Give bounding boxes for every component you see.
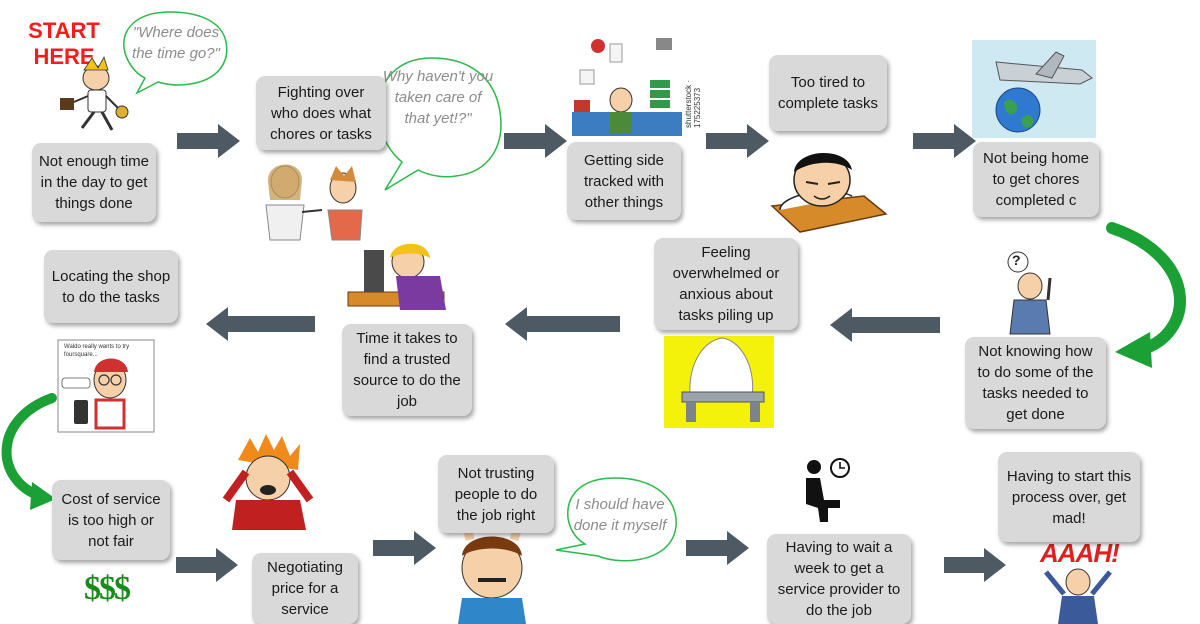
airplane-globe-picture (972, 40, 1096, 138)
speech-bubble-1-text: "Where does the time go?" (132, 24, 220, 62)
speech-bubble-3 (555, 477, 677, 562)
flow-arrow-8 (176, 548, 238, 582)
confused-businessman-picture (1007, 251, 1052, 335)
box-feeling-overwhelmed: Feeling overwhelmed or anxious about tas… (654, 238, 798, 330)
flow-arrow-5 (830, 308, 940, 342)
paper-pile-picture (664, 336, 774, 428)
box-start-over: Having to start this process over, get m… (998, 452, 1140, 542)
curve-arrow-right (1106, 222, 1186, 356)
tired-man-picture (770, 152, 888, 233)
box-locating-shop: Locating the shop to do the tasks (44, 250, 178, 323)
question-mark: ? (1012, 252, 1021, 268)
speech-bubble-3-text: I should have done it myself (573, 496, 667, 534)
box-not-enough-time: Not enough time in the day to get things… (32, 143, 156, 222)
box-too-tired: Too tired to complete tasks (769, 55, 887, 131)
phone-caption: Waldo really wants to try foursquare... (64, 344, 130, 358)
box-trusted-source: Time it takes to find a trusted source t… (342, 324, 472, 416)
arguing-couple-picture (265, 164, 363, 241)
stock-watermark: shutterstock · 175225373 (684, 79, 702, 128)
dollar-signs: $$$ (84, 570, 131, 607)
box-not-knowing-how: Not knowing how to do some of the tasks … (965, 337, 1106, 429)
frustrated-man-picture (458, 518, 526, 624)
aaah-text: AAAH! (1040, 538, 1120, 568)
waiting-icon-picture (806, 458, 850, 522)
start-here-label: START HERE (28, 18, 100, 69)
box-fighting-over-chores: Fighting over who does what chores or ta… (256, 76, 386, 150)
running-man-picture (60, 55, 129, 131)
box-not-being-home: Not being home to get chores completed c (973, 142, 1099, 217)
flow-arrow-4 (913, 124, 976, 158)
busy-office-picture (572, 38, 682, 136)
speech-bubble-2-text: Why haven't you taken care of that yet!?… (382, 68, 494, 127)
box-having-to-wait: Having to wait a week to get a service p… (767, 534, 911, 624)
box-side-tracked: Getting side tracked with other things (567, 142, 681, 220)
flow-arrow-11 (944, 548, 1006, 582)
flow-arrow-9 (373, 531, 436, 565)
box-cost-too-high: Cost of service is too high or not fair (52, 480, 170, 560)
flow-arrow-7 (206, 307, 315, 341)
flow-arrow-10 (686, 531, 749, 565)
speech-bubble-1 (123, 11, 228, 95)
angry-man-picture (1044, 568, 1112, 624)
person-at-computer-picture (347, 243, 446, 310)
waldo-phone-picture (57, 339, 155, 433)
flow-arrow-3 (706, 124, 769, 158)
flow-arrow-6 (505, 307, 620, 341)
flow-arrow-1 (177, 124, 240, 158)
box-not-trusting: Not trusting people to do the job right (438, 455, 554, 533)
curve-arrow-left (1, 393, 57, 501)
stressed-man-picture (222, 434, 314, 530)
box-negotiating-price: Negotiating price for a service (252, 553, 358, 624)
flow-arrow-2 (504, 124, 567, 158)
